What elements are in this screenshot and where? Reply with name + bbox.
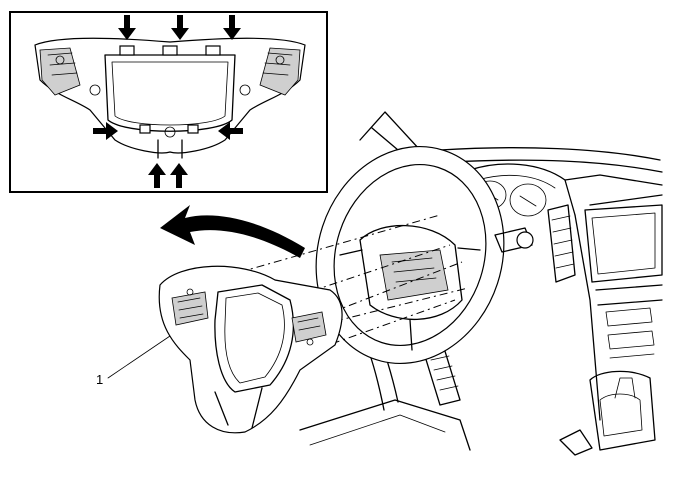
inset-arrow-down-3 [223, 15, 241, 40]
detail-inset [9, 11, 328, 193]
callout-1-label: 1 [96, 372, 103, 387]
removal-direction-arrow [160, 205, 305, 258]
steering-wheel-bezel [158, 265, 343, 434]
callout-1: 1 [96, 335, 171, 387]
vehicle-interior [299, 111, 663, 456]
inset-arrow-up-1 [148, 163, 166, 188]
steering-wheel-installed [315, 145, 534, 365]
inset-arrow-down-2 [171, 15, 189, 40]
bezel-back-view [34, 37, 306, 159]
inset-arrow-left [218, 122, 243, 140]
inset-arrow-down-1 [118, 15, 136, 40]
inset-arrow-up-2 [170, 163, 188, 188]
inset-arrow-right [93, 122, 118, 140]
